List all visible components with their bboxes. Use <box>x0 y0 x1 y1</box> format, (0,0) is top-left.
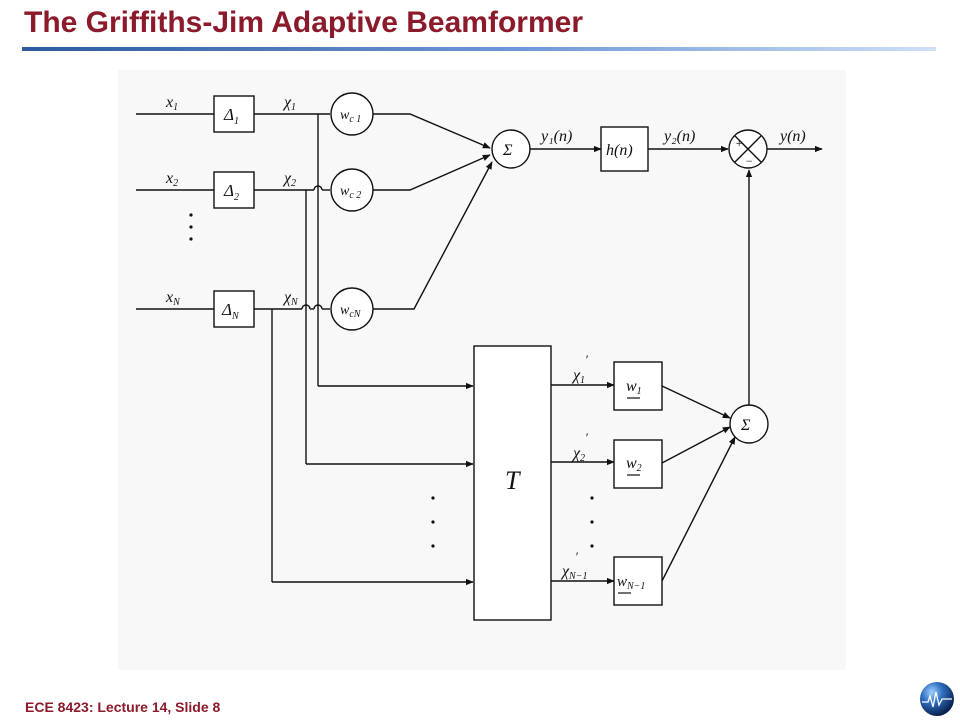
delay-label-3: ΔN <box>221 300 240 322</box>
title-underline <box>22 47 936 51</box>
prime-mark-3: ′ <box>575 549 578 564</box>
adaptive-weight-1 <box>613 361 663 411</box>
input-label-1: x1 <box>165 94 178 113</box>
fixed-weight-label-1: wc 1 <box>340 108 361 125</box>
input-label-3: xN <box>165 289 181 308</box>
slide-title: The Griffiths-Jim Adaptive Beamformer <box>24 6 583 39</box>
minus-sign: − <box>745 154 753 168</box>
summer-1-label: Σ <box>502 142 513 159</box>
prime-label-3: χN−1 <box>560 563 587 582</box>
delay-label-1: Δ1 <box>223 105 239 127</box>
input-label-2: x2 <box>165 170 178 189</box>
plus-sign: + <box>735 136 743 150</box>
ellipsis-dots <box>189 213 594 548</box>
prime-mark-2: ′ <box>585 430 588 445</box>
fixed-weight-label-3: wcN <box>340 303 362 320</box>
prime-label-2: χ2 <box>571 445 585 464</box>
slide-footer: ECE 8423: Lecture 14, Slide 8 <box>25 699 221 715</box>
chi-label-1: χ1 <box>282 94 296 113</box>
adaptive-weight-3 <box>613 556 663 606</box>
delay-block-2 <box>213 171 255 209</box>
adaptive-weight-label-1: w1 <box>626 378 642 397</box>
blocking-matrix-block <box>473 345 552 621</box>
chi-label-2: χ2 <box>282 170 296 189</box>
y1-label: y₁(n) <box>539 128 572 145</box>
blocking-matrix-label: T <box>505 466 521 495</box>
y-label: y(n) <box>778 128 806 145</box>
fixed-weight-label-2: wc 2 <box>340 184 361 201</box>
adaptive-weight-label-2: w2 <box>626 455 642 474</box>
summer-2-label: Σ <box>740 417 751 434</box>
y2-label: y₂(n) <box>662 128 695 145</box>
prime-mark-1: ′ <box>585 352 588 367</box>
adaptive-weight-2 <box>613 439 663 489</box>
delay-label-2: Δ2 <box>223 181 239 203</box>
adaptive-weight-label-3: wN−1 <box>617 574 645 592</box>
h-label: h(n) <box>606 142 633 159</box>
globe-logo-icon <box>920 682 954 716</box>
prime-label-1: χ1 <box>571 367 585 386</box>
chi-label-3: χN <box>282 289 299 308</box>
